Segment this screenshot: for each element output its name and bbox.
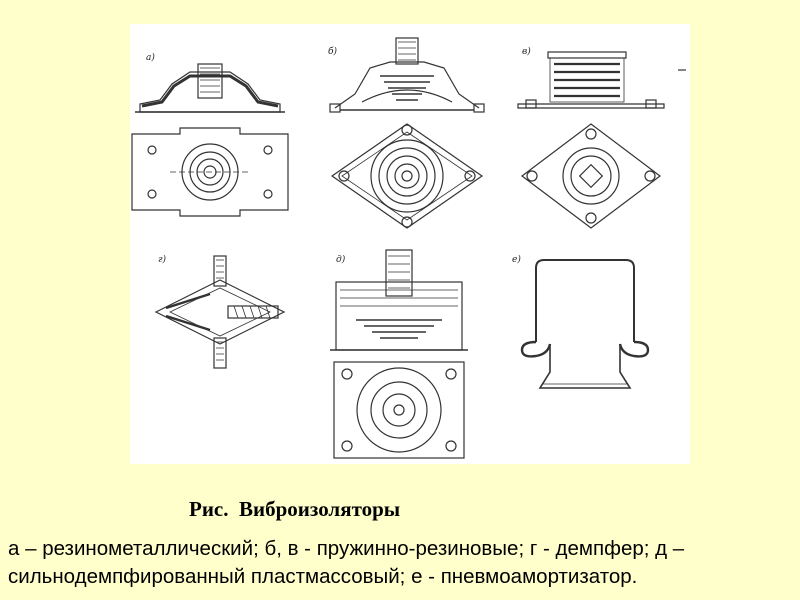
panel-f-piston [538, 344, 632, 389]
figure-caption: Рис. Виброизоляторы [189, 497, 400, 522]
panel-b-plan-diamond [330, 123, 484, 229]
panel-f-left-roll [520, 340, 552, 358]
panel-d-label: г) [158, 254, 167, 265]
isolators-figure: а) б) в) [130, 24, 690, 464]
panel-e-housing [335, 281, 463, 351]
panel-e-center-stud [385, 249, 413, 297]
panel-d-damping-layers [165, 292, 211, 332]
panel-f-pneumatic-absorber: е) [512, 254, 650, 389]
panel-b-spring-zone [361, 89, 453, 103]
panel-a-section-body [139, 71, 281, 113]
panel-a-label: а) [146, 52, 155, 63]
panel-b-spring-coils [380, 75, 434, 101]
panel-e-label: д) [336, 254, 346, 265]
panel-b-plan-rings [370, 139, 444, 213]
panel-c-plan-diamond [521, 123, 661, 229]
panel-c-base-plate [517, 103, 665, 109]
figure-legend: а – резинометаллический; б, в - пружинно… [8, 537, 685, 588]
panel-f-label: е) [512, 254, 521, 265]
panel-d-top-stud [213, 255, 227, 287]
panel-c-spring-rubber-isolator: в) [517, 46, 686, 229]
panel-a-threaded-insert [197, 63, 223, 99]
panel-b-label: б) [328, 46, 337, 57]
panel-d-cone-housing [154, 279, 286, 345]
panel-f-right-roll [618, 340, 650, 358]
panel-c-top-plate [547, 51, 627, 59]
panel-e-plastic-isolator: д) [330, 249, 468, 459]
panel-d-screw [227, 305, 279, 319]
panel-e-plan-rings [356, 367, 442, 453]
caption-prefix: Рис. [189, 497, 229, 521]
panel-b-housing [334, 61, 480, 109]
panel-d-bottom-stud [213, 337, 227, 369]
panel-b-top-stud [395, 37, 419, 65]
panel-c-plan-rings [562, 147, 620, 205]
panel-c-label: в) [522, 46, 531, 57]
panel-e-plan-plate [333, 361, 465, 459]
panel-b-spring-rubber-isolator: б) [328, 37, 485, 229]
panel-d-damper: г) [154, 254, 286, 369]
panel-a-plan-plate [131, 127, 289, 217]
caption-title: Виброизоляторы [239, 497, 401, 521]
panel-a-rubber-layer [141, 74, 279, 108]
panel-c-spring-coils [554, 62, 620, 98]
panel-e-spring-layers [356, 319, 442, 339]
panel-f-bellows-top [535, 259, 635, 342]
panel-a-rubber-metal-isolator: а) [131, 52, 289, 217]
